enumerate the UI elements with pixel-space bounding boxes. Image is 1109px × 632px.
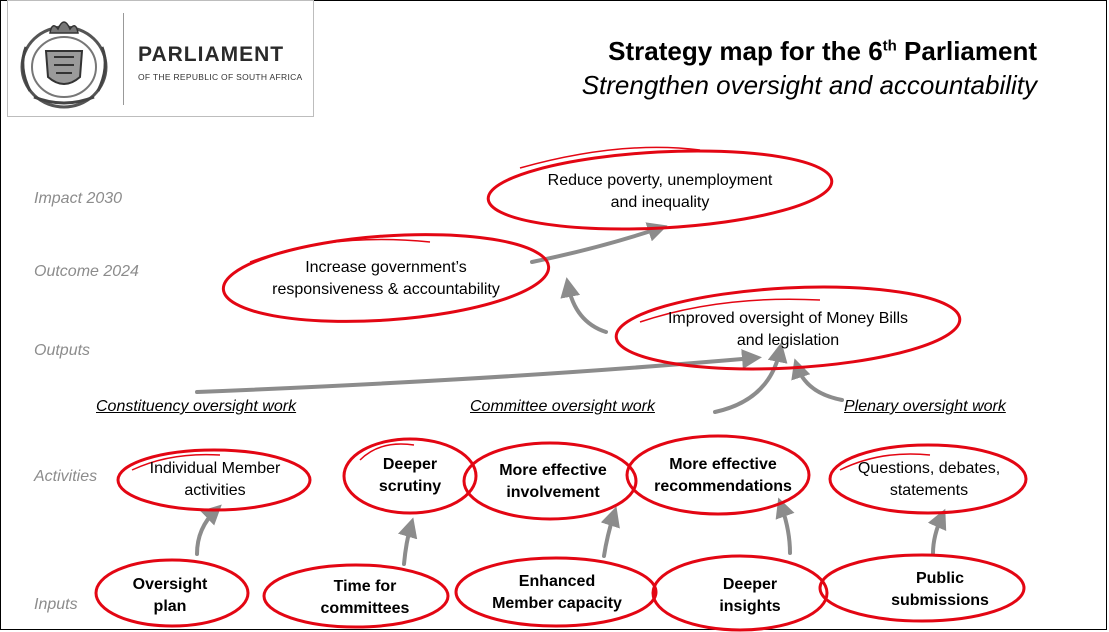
arrow-output-to-outcome [560, 277, 608, 334]
node-impact-label: Reduce poverty, unemployment and inequal… [547, 172, 773, 211]
outcome-ellipse [221, 233, 551, 323]
node-input-submissions: Public submissions [870, 566, 1010, 614]
arrow-submissions-to-questions [927, 508, 947, 555]
node-input-insights: Deeper insights [690, 572, 810, 620]
input-submissions-label: Public submissions [891, 570, 989, 609]
activity-individual-ellipse [116, 448, 312, 512]
node-outcome-label: Increase government’s responsiveness & a… [272, 259, 500, 298]
node-input-capacity: Enhanced Member capacity [462, 569, 652, 617]
node-outcome: Increase government’s responsiveness & a… [226, 255, 546, 303]
input-insights-label: Deeper insights [719, 576, 781, 615]
level-outputs: Outputs [34, 342, 91, 359]
node-output: Improved oversight of Money Bills and le… [618, 306, 958, 354]
slide-subtitle: Strengthen oversight and accountability [581, 70, 1037, 100]
arrow-committee-to-output [713, 342, 788, 414]
input-plan-ellipse [94, 558, 250, 628]
coat-of-arms-icon [20, 21, 108, 109]
impact-ellipse [486, 149, 834, 231]
node-activity-questions: Questions, debates, statements [834, 456, 1024, 504]
activity-questions-ellipse [828, 443, 1028, 515]
arrow-plan-to-individual [195, 504, 222, 556]
level-outcome: Outcome 2024 [34, 263, 139, 280]
level-inputs: Inputs [34, 596, 78, 613]
activity-involvement-label: More effective involvement [499, 462, 607, 501]
level-activities: Activities [34, 468, 98, 485]
activity-involvement-ellipse [462, 441, 638, 521]
input-time-label: Time for committees [320, 578, 410, 617]
level-impact: Impact 2030 [34, 190, 123, 207]
committee-work-label: Committee oversight work [470, 398, 655, 415]
plenary-work-label: Plenary oversight work [844, 398, 1006, 415]
node-input-time: Time for committees [300, 574, 430, 622]
activity-recommendations-ellipse [625, 434, 811, 516]
title-superscript: th [882, 37, 897, 55]
arrow-time-to-scrutiny [398, 517, 418, 566]
node-input-plan: Oversight plan [110, 572, 230, 620]
logo-divider [123, 13, 124, 105]
input-insights-ellipse [651, 554, 829, 632]
node-impact: Reduce poverty, unemployment and inequal… [500, 168, 820, 216]
input-submissions-ellipse [818, 553, 1026, 623]
activity-scrutiny-label: Deeper scrutiny [378, 456, 442, 495]
activity-questions-label: Questions, debates, statements [857, 460, 1001, 499]
slide-title: Strategy map for the 6th Parliament [608, 36, 1037, 67]
logo-subtitle: OF THE REPUBLIC OF SOUTH AFRICA [138, 72, 303, 82]
activity-individual-label: Individual Member activities [149, 460, 281, 499]
input-plan-label: Oversight plan [132, 576, 208, 615]
arrow-insights-to-recommendations [775, 497, 795, 555]
title-main: Strategy map for the 6 [608, 36, 883, 66]
input-capacity-label: Enhanced Member capacity [492, 573, 622, 612]
constituency-work-label: Constituency oversight work [96, 398, 297, 415]
activity-scrutiny-ellipse [342, 437, 478, 515]
node-activity-recommendations: More effective recommendations [628, 452, 818, 500]
output-ellipse [614, 285, 962, 371]
parliament-logo: PARLIAMENT OF THE REPUBLIC OF SOUTH AFRI… [7, 0, 314, 117]
input-time-ellipse [262, 563, 450, 629]
node-output-label: Improved oversight of Money Bills and le… [667, 310, 909, 349]
node-activity-involvement: More effective involvement [478, 458, 628, 506]
activity-recommendations-label: More effective recommendations [654, 456, 792, 495]
title-end: Parliament [896, 36, 1037, 66]
logo-name: PARLIAMENT [138, 43, 285, 66]
node-activity-individual: Individual Member activities [120, 456, 310, 504]
arrow-outcome-to-impact [530, 222, 668, 264]
input-capacity-ellipse [454, 556, 658, 628]
node-activity-scrutiny: Deeper scrutiny [350, 452, 470, 500]
arrow-plenary-to-output [791, 358, 844, 402]
arrow-capacity-to-involvement [600, 506, 620, 558]
